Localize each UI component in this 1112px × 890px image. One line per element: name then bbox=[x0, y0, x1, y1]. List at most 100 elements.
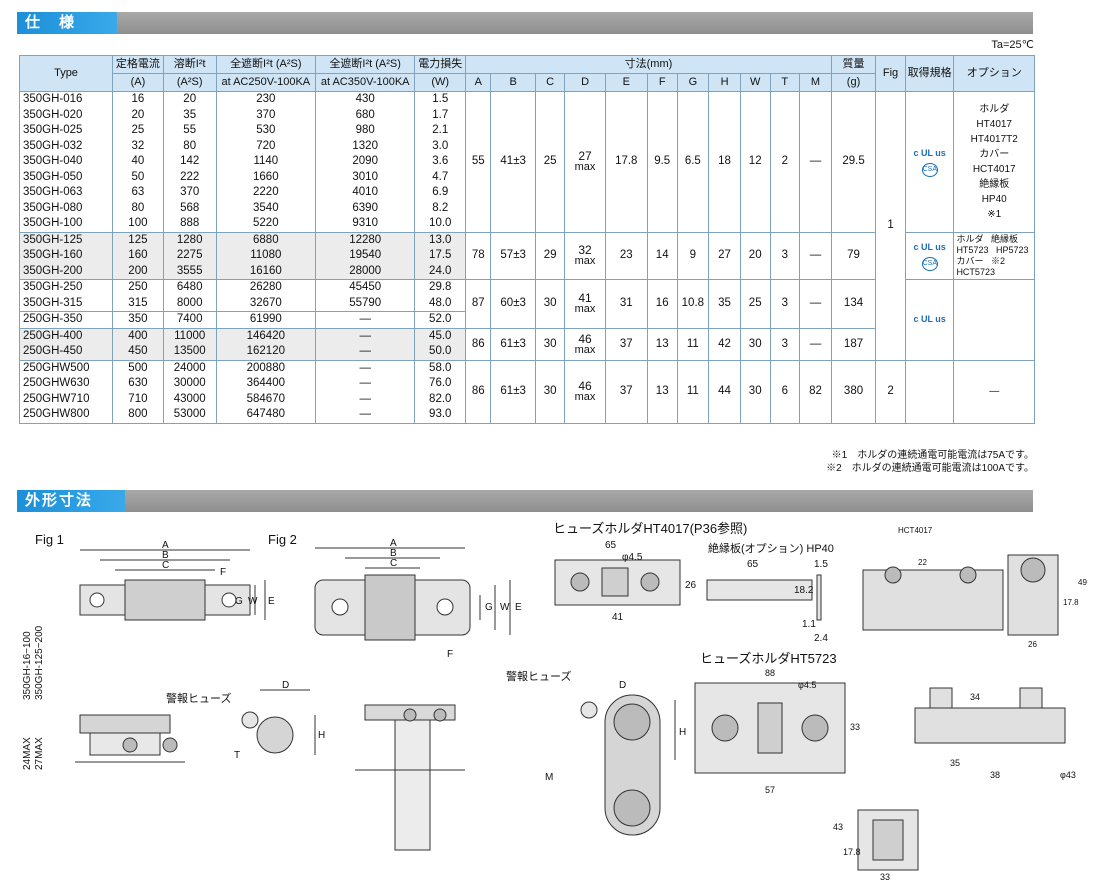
dim-cell-e: 23 bbox=[604, 231, 648, 280]
table-cell: 200 bbox=[112, 263, 164, 280]
svg-text:88: 88 bbox=[765, 668, 775, 678]
svg-text:G: G bbox=[485, 602, 493, 613]
table-cell: 160 bbox=[112, 248, 164, 264]
table-cell: — bbox=[314, 327, 416, 344]
table-cell: 125 bbox=[112, 231, 164, 248]
table-cell: 350GH-050 bbox=[18, 169, 114, 185]
col-rated-current-unit: (A) bbox=[112, 73, 164, 92]
svg-text:C: C bbox=[390, 558, 397, 569]
table-cell: 6.9 bbox=[414, 185, 467, 201]
svg-text:H: H bbox=[679, 727, 686, 738]
note-1: ※1 ホルダの連続通電可能電流は75Aです。 bbox=[831, 450, 1034, 461]
spec-section-title: 仕 様 bbox=[17, 12, 117, 34]
fig1-label: Fig 1 bbox=[35, 532, 64, 547]
svg-text:T: T bbox=[234, 750, 240, 761]
outline-section-bar: 外形寸法 bbox=[17, 490, 1033, 512]
svg-text:C: C bbox=[162, 560, 169, 571]
dim-cell-w: 20 bbox=[739, 231, 771, 280]
table-cell: 250GHW800 bbox=[18, 407, 114, 424]
insulation-plate-label: 絶縁板(オプション) HP40 bbox=[708, 543, 834, 555]
col-mass-unit: (g) bbox=[830, 73, 877, 92]
dim-cell-t: 3 bbox=[769, 231, 801, 280]
table-cell: 350GH-020 bbox=[18, 107, 114, 123]
fig-cell: 2 bbox=[875, 359, 906, 424]
table-cell: 350GH-040 bbox=[18, 154, 114, 170]
table-cell: 35 bbox=[162, 107, 217, 123]
col-power-unit: (W) bbox=[414, 73, 467, 92]
dim-cell-t: 3 bbox=[769, 327, 801, 361]
svg-text:φ4.5: φ4.5 bbox=[622, 552, 643, 563]
svg-text:F: F bbox=[220, 567, 226, 578]
col-dim-w: W bbox=[739, 73, 771, 92]
table-cell: 3.6 bbox=[414, 154, 467, 170]
table-cell: 5220 bbox=[215, 216, 317, 232]
dim-cell-f: 13 bbox=[646, 327, 678, 361]
svg-text:D: D bbox=[619, 680, 626, 691]
fig1-front-view bbox=[75, 714, 185, 763]
col-dim-b: B bbox=[490, 73, 536, 92]
table-cell: 13.0 bbox=[414, 231, 467, 248]
dim-cell-e: 37 bbox=[604, 359, 648, 424]
table-cell: 142 bbox=[162, 154, 217, 170]
dim-cell-f: 13 bbox=[646, 359, 678, 424]
table-cell: 350GH-315 bbox=[18, 295, 114, 312]
table-cell: 63 bbox=[112, 185, 164, 201]
svg-text:F: F bbox=[447, 649, 453, 660]
col-dims: 寸法(mm) bbox=[465, 55, 832, 74]
holder1-title: ヒューズホルダHT4017(P36参照) bbox=[553, 521, 748, 536]
dim-cell-mass: 79 bbox=[830, 231, 877, 280]
table-cell: 61990 bbox=[215, 311, 317, 328]
table-cell: 350GH-016 bbox=[18, 91, 114, 108]
col-rated-current: 定格電流 bbox=[112, 55, 164, 74]
table-cell: 20 bbox=[162, 91, 217, 108]
dim-cell-mass: 187 bbox=[830, 327, 877, 361]
side-note-range-2: 350GH-125~200 bbox=[34, 625, 45, 700]
table-cell: 500 bbox=[112, 359, 164, 376]
fig2-side-view: DHM bbox=[545, 680, 686, 836]
dim-cell-g: 6.5 bbox=[676, 91, 710, 233]
svg-text:D: D bbox=[282, 680, 289, 691]
table-cell: 13500 bbox=[162, 344, 217, 360]
table-cell: 82.0 bbox=[414, 391, 467, 407]
svg-text:49: 49 bbox=[1078, 578, 1087, 587]
cert-cell bbox=[904, 359, 955, 424]
table-cell: 350GH-160 bbox=[18, 248, 114, 264]
col-dim-f: F bbox=[646, 73, 678, 92]
svg-text:E: E bbox=[268, 596, 275, 607]
col-option: オプション bbox=[953, 55, 1035, 92]
table-cell: 40 bbox=[112, 154, 164, 170]
svg-text:33: 33 bbox=[850, 722, 860, 732]
dim-cell-f: 9.5 bbox=[646, 91, 678, 233]
fig2-front-view bbox=[355, 704, 465, 851]
table-cell: 630 bbox=[112, 376, 164, 392]
table-cell: 30000 bbox=[162, 376, 217, 392]
table-cell: — bbox=[314, 344, 416, 360]
svg-text:B: B bbox=[390, 548, 397, 559]
table-cell: 450 bbox=[112, 344, 164, 360]
table-cell: 350GH-080 bbox=[18, 200, 114, 216]
table-cell: 146420 bbox=[215, 327, 317, 344]
table-cell: 250GHW630 bbox=[18, 376, 114, 392]
table-cell: 76.0 bbox=[414, 376, 467, 392]
table-cell: 370 bbox=[162, 185, 217, 201]
table-cell: 8000 bbox=[162, 295, 217, 312]
table-cell: 17.5 bbox=[414, 248, 467, 264]
svg-text:17.8: 17.8 bbox=[1063, 598, 1079, 607]
svg-text:18.2: 18.2 bbox=[794, 585, 814, 596]
svg-text:65: 65 bbox=[605, 540, 617, 551]
table-cell: 3010 bbox=[314, 169, 416, 185]
table-cell: 350GH-200 bbox=[18, 263, 114, 280]
table-cell: 430 bbox=[314, 91, 416, 108]
dim-cell-a: 78 bbox=[465, 231, 492, 280]
